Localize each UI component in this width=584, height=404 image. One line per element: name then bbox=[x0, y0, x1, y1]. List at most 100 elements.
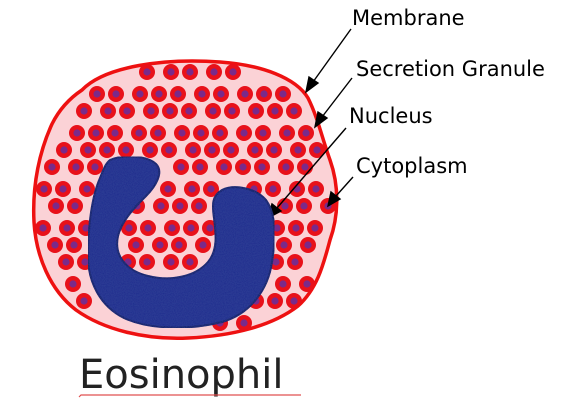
secretion-granule bbox=[150, 125, 166, 141]
membrane-label: Membrane bbox=[352, 6, 465, 30]
secretion-granule bbox=[275, 276, 291, 292]
secretion-granule bbox=[68, 159, 84, 175]
secretion-granule bbox=[185, 142, 201, 158]
secretion-granule bbox=[56, 142, 72, 158]
secretion-granule bbox=[76, 293, 92, 309]
secretion-granule bbox=[164, 220, 180, 236]
secretion-granule-pointer bbox=[313, 77, 353, 129]
secretion-granule bbox=[225, 64, 241, 80]
secretion-granule bbox=[299, 276, 315, 292]
secretion-granule bbox=[237, 86, 253, 102]
secretion-granule bbox=[289, 181, 305, 197]
secretion-granule bbox=[107, 125, 123, 141]
secretion-granule bbox=[79, 181, 95, 197]
secretion-granule bbox=[193, 125, 209, 141]
secretion-granule bbox=[163, 64, 179, 80]
secretion-granule bbox=[236, 315, 252, 331]
secretion-granule bbox=[151, 86, 167, 102]
secretion-granule bbox=[139, 254, 155, 270]
secretion-granules bbox=[35, 64, 336, 331]
secretion-granule bbox=[205, 103, 221, 119]
secretion-granule bbox=[182, 64, 198, 80]
secretion-granule bbox=[265, 181, 281, 197]
secretion-granule bbox=[267, 103, 283, 119]
secretion-granule bbox=[69, 125, 85, 141]
secretion-granule bbox=[216, 159, 232, 175]
cytoplasm-pointer bbox=[326, 176, 354, 208]
secretion-granule bbox=[307, 220, 323, 236]
secretion-granule bbox=[276, 237, 292, 253]
secretion-granule bbox=[131, 125, 147, 141]
secretion-granule bbox=[142, 142, 158, 158]
secretion-granule bbox=[247, 142, 263, 158]
secretion-granule bbox=[65, 276, 81, 292]
secretion-granule bbox=[162, 103, 178, 119]
secretion-granule bbox=[163, 254, 179, 270]
secretion-granule bbox=[235, 159, 251, 175]
secretion-granule bbox=[206, 64, 222, 80]
secretion-granule bbox=[255, 125, 271, 141]
secretion-granule bbox=[278, 159, 294, 175]
secretion-granule bbox=[143, 103, 159, 119]
secretion-granule bbox=[89, 86, 105, 102]
secretion-granule bbox=[58, 254, 74, 270]
secretion-granule bbox=[67, 198, 83, 214]
secretion-granule bbox=[172, 198, 188, 214]
secretion-granule bbox=[35, 220, 51, 236]
secretion-granule bbox=[191, 198, 207, 214]
secretion-granule bbox=[296, 198, 312, 214]
secretion-granule bbox=[254, 159, 270, 175]
secretion-granule bbox=[309, 142, 325, 158]
secretion-granule bbox=[203, 181, 219, 197]
secretion-granule bbox=[121, 220, 137, 236]
secretion-granule bbox=[236, 125, 252, 141]
secretion-granule bbox=[128, 237, 144, 253]
title-spellcheck-underline bbox=[78, 394, 301, 398]
secretion-granule bbox=[266, 142, 282, 158]
secretion-granule bbox=[256, 86, 272, 102]
secretion-granule bbox=[300, 237, 316, 253]
secretion-granule bbox=[290, 142, 306, 158]
secretion-granule bbox=[119, 103, 135, 119]
nucleus-label: Nucleus bbox=[349, 104, 433, 128]
secretion-granule bbox=[248, 103, 264, 119]
secretion-granule bbox=[80, 142, 96, 158]
secretion-granule bbox=[160, 181, 176, 197]
secretion-granule bbox=[139, 64, 155, 80]
secretion-granule bbox=[194, 86, 210, 102]
nucleus bbox=[86, 155, 276, 329]
secretion-granule bbox=[170, 86, 186, 102]
secretion-granule bbox=[224, 103, 240, 119]
secretion-granule bbox=[195, 237, 211, 253]
secretion-granule bbox=[108, 86, 124, 102]
secretion-granule bbox=[204, 142, 220, 158]
membrane-pointer bbox=[304, 28, 352, 94]
secretion-granule bbox=[174, 125, 190, 141]
secretion-granule bbox=[153, 198, 169, 214]
secretion-granule bbox=[44, 159, 60, 175]
secretion-granule bbox=[286, 293, 302, 309]
secretion-granule bbox=[287, 254, 303, 270]
secretion-granule bbox=[184, 181, 200, 197]
secretion-granule bbox=[275, 86, 291, 102]
secretion-granule bbox=[132, 86, 148, 102]
secretion-granule bbox=[212, 125, 228, 141]
secretion-granule bbox=[152, 237, 168, 253]
secretion-granule bbox=[76, 103, 92, 119]
secretion-granule bbox=[279, 125, 295, 141]
secretion-granule bbox=[183, 220, 199, 236]
secretion-granule bbox=[88, 125, 104, 141]
secretion-granule bbox=[297, 159, 313, 175]
secretion-granule bbox=[171, 237, 187, 253]
secretion-granule bbox=[118, 142, 134, 158]
secretion-granule bbox=[100, 103, 116, 119]
secretion-granule bbox=[267, 293, 283, 309]
secretion-granule-label: Secretion Granule bbox=[356, 57, 545, 81]
label-pointers bbox=[266, 28, 354, 220]
secretion-granule bbox=[36, 181, 52, 197]
secretion-granule bbox=[182, 254, 198, 270]
secretion-granule bbox=[192, 159, 208, 175]
secretion-granule bbox=[181, 103, 197, 119]
secretion-granule bbox=[277, 198, 293, 214]
